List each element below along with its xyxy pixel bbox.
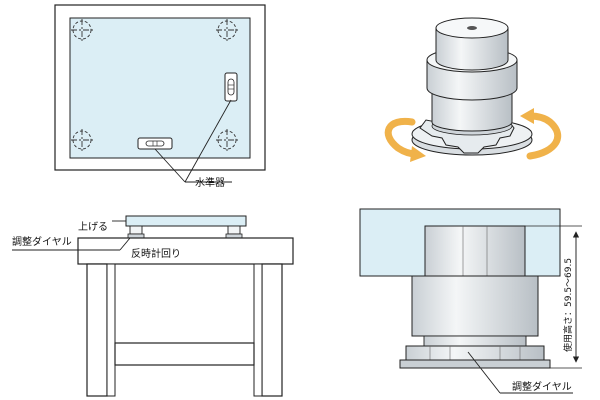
raise-label: 上げる: [78, 221, 108, 233]
plan-view: 水準器: [54, 4, 266, 189]
leader-line: [184, 99, 232, 183]
level-label: 水準器: [195, 176, 225, 189]
usable-height-label: 使用高さ：59.5～69.5: [562, 258, 574, 352]
rotate-arrow-icon: [520, 108, 562, 160]
counterclockwise-label: 反時計回り: [131, 247, 181, 260]
foot-detail-view: 使用高さ：59.5～69.5 調整ダイヤル: [359, 208, 582, 394]
dial-label-left: 調整ダイヤル: [12, 235, 72, 248]
foot-3d-view: [384, 17, 562, 162]
bubble-level-icon: [137, 137, 173, 150]
corner-foot-br: [216, 129, 238, 151]
table-side-view: 上げる 調整ダイヤル 反時計回り: [12, 215, 294, 397]
dial-label-right: 調整ダイヤル: [512, 380, 572, 393]
bubble-level-icon: [224, 72, 238, 102]
leader-line: [154, 148, 186, 183]
rotate-arrow-icon: [384, 117, 426, 162]
corner-foot-tr: [216, 19, 238, 41]
corner-foot-bl: [71, 129, 93, 151]
corner-foot-tl: [71, 19, 93, 41]
